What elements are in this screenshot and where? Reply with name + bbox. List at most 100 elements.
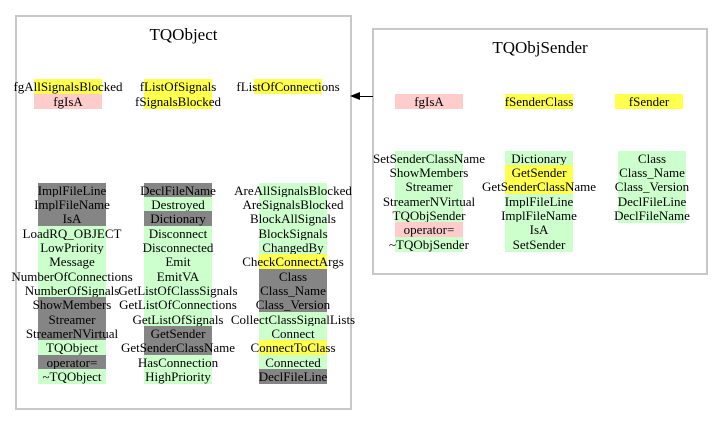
arrow-line [359, 95, 373, 97]
method-label: ChangedBy [262, 240, 324, 256]
method-label: Connected [265, 354, 321, 370]
data-member-item: fSender [594, 94, 704, 109]
method-label: DeclFileName [614, 208, 690, 224]
highlight-box [258, 240, 327, 256]
method-item: DeclFileName [597, 208, 707, 224]
method-item: Disconnect [123, 225, 233, 241]
method-item: AreSignalsBlocked [238, 197, 348, 213]
tqobject-data-members-row-1: fgAllSignalsBlocked fListOfSignals fList… [13, 79, 343, 94]
class-title-tqobject: TQObject [149, 25, 218, 44]
highlight-box [38, 354, 106, 370]
highlight-box [504, 94, 573, 109]
method-item: ~TQObjSender [374, 236, 484, 252]
method-item: HighPriority [123, 369, 233, 385]
highlight-box [143, 240, 212, 256]
highlight-box [394, 94, 463, 109]
highlight-box [38, 297, 106, 313]
tqobject-data-members-row-2: fgIsA fSignalsBlocked [13, 94, 343, 109]
highlight-box [144, 354, 212, 370]
method-item: ChangedBy [238, 240, 348, 256]
method-item: GetListOfClassSignals [118, 283, 238, 299]
highlight-box [395, 150, 463, 166]
tqobjsender-methods-column-2: Dictionary GetSender GetSenderClassName [482, 150, 596, 252]
method-item: SetSenderClassName [373, 150, 485, 166]
highlight-box [505, 236, 573, 252]
method-label: CollectClassSignalLists [230, 311, 356, 327]
highlight-box [33, 94, 102, 109]
highlight-box [37, 197, 106, 213]
highlight-box [38, 240, 106, 256]
method-item: GetSender [123, 326, 233, 342]
method-label: IsA [529, 222, 549, 238]
method-item: StreamerNVirtual [17, 326, 127, 342]
tqobject-methods-column-2: DeclFileName Destroyed Dictionary [118, 182, 238, 385]
method-label: AreSignalsBlocked [242, 197, 344, 213]
highlight-box [618, 193, 686, 209]
method-label: Streamer [405, 179, 453, 195]
method-label: Disconnected [142, 240, 214, 256]
method-item: NumberOfSignals [17, 283, 127, 299]
highlight-box [505, 222, 573, 238]
data-member-label: fListOfSignals [139, 79, 217, 94]
highlight-box [618, 165, 686, 181]
method-item: Connected [238, 354, 348, 370]
method-label: AreAllSignalsBlocked [234, 182, 352, 198]
method-label: GetListOfSignals [132, 311, 224, 327]
highlight-box [144, 79, 212, 94]
method-label: ShowMembers [32, 297, 112, 313]
highlight-box [37, 283, 106, 299]
method-label: HasConnection [137, 354, 219, 370]
method-item: GetListOfSignals [123, 311, 233, 327]
method-item: ConnectToClass [238, 340, 348, 356]
method-label: ShowMembers [389, 165, 469, 181]
method-label: Destroyed [151, 197, 205, 213]
method-item: Message [17, 254, 127, 270]
method-label: Class_Name [260, 283, 326, 299]
highlight-box [37, 369, 106, 385]
highlight-box [144, 94, 212, 109]
highlight-box [395, 208, 463, 224]
method-item: HasConnection [123, 354, 233, 370]
method-label: Message [49, 254, 95, 270]
method-label: SetSenderClassName [373, 150, 485, 166]
method-item: GetSender [484, 165, 594, 181]
method-item: LoadRQ_OBJECT [17, 225, 127, 241]
method-item: NumberOfConnections [11, 268, 133, 284]
data-member-item: fListOfSignals [123, 79, 233, 94]
class-title-tqobjsender: TQObjSender [492, 38, 588, 57]
highlight-box [259, 369, 327, 385]
highlight-box [144, 254, 212, 270]
highlight-box [144, 197, 212, 213]
highlight-box [505, 150, 573, 166]
highlight-box [143, 225, 212, 241]
method-item: Destroyed [123, 197, 233, 213]
method-item: Dictionary [123, 211, 233, 227]
method-label: GetListOfConnections [119, 297, 237, 313]
method-label: LoadRQ_OBJECT [22, 225, 122, 241]
method-label: DeclFileLine [617, 193, 687, 209]
data-member-label: fListOfConnections [236, 79, 340, 94]
highlight-box [254, 101, 322, 103]
data-member-item: fgIsA [13, 94, 123, 109]
method-item: Class [238, 268, 348, 284]
highlight-box [259, 182, 327, 198]
method-item: Dictionary [484, 150, 594, 166]
method-label: Class_Name [619, 165, 685, 181]
highlight-box [259, 197, 327, 213]
method-label: GetSender [150, 326, 206, 342]
method-label: ImplFileLine [37, 182, 107, 198]
method-item: Class_Version [238, 297, 348, 313]
method-label: StreamerNVirtual [382, 193, 476, 209]
data-member-label: fSenderClass [504, 94, 574, 109]
method-item: Emit [123, 254, 233, 270]
method-item: BlockAllSignals [238, 211, 348, 227]
method-label: SetSender [512, 236, 566, 252]
data-member-item: fListOfConnections [233, 79, 343, 94]
method-label: ImplFileLine [504, 193, 574, 209]
highlight-box [258, 326, 327, 342]
highlight-box [37, 326, 106, 342]
method-label: TQObjSender [392, 208, 466, 224]
method-label: LowPriority [40, 240, 104, 256]
highlight-box [395, 236, 463, 252]
method-label: NumberOfSignals [24, 283, 120, 299]
